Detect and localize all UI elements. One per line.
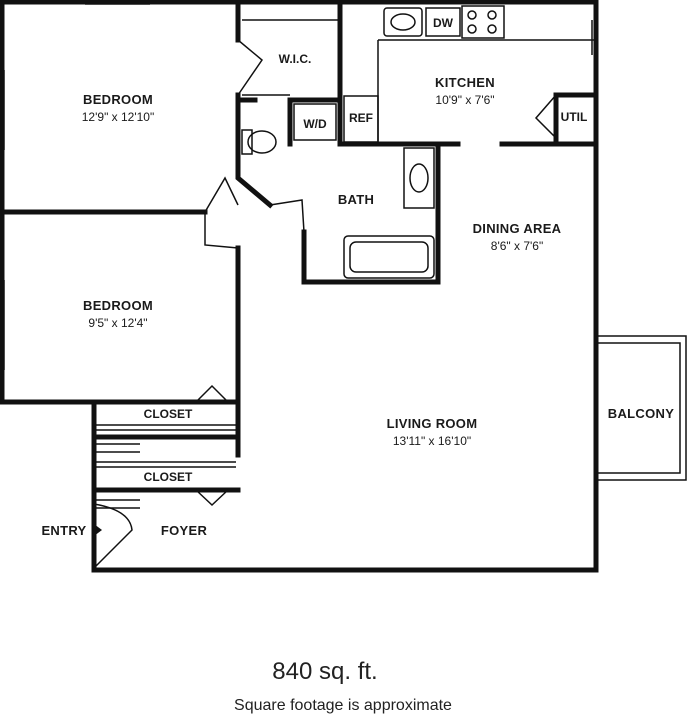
fixtures xyxy=(241,5,505,279)
entry-label: ENTRY xyxy=(41,523,86,538)
util-label: UTIL xyxy=(561,110,588,124)
bedroom-2-size: 9'5" x 12'4" xyxy=(88,316,147,330)
bedroom-2-label: BEDROOM xyxy=(83,298,153,313)
walls xyxy=(0,0,599,573)
living-room-size: 13'11" x 16'10" xyxy=(393,434,471,448)
dining-area-size: 8'6" x 7'6" xyxy=(491,239,543,253)
wd-label: W/D xyxy=(303,117,327,131)
ref-label: REF xyxy=(349,111,373,125)
closet-2-label: CLOSET xyxy=(144,470,193,484)
kitchen-label: KITCHEN xyxy=(435,75,495,90)
living-room-label: LIVING ROOM xyxy=(387,416,478,431)
dw-label: DW xyxy=(433,16,454,30)
footage-note: Square footage is approximate xyxy=(234,697,452,714)
closet-1-label: CLOSET xyxy=(144,407,193,421)
bedroom-1-size: 12'9" x 12'10" xyxy=(82,110,155,124)
details xyxy=(3,3,687,509)
doors xyxy=(93,39,557,569)
dining-area-label: DINING AREA xyxy=(473,221,562,236)
balcony-label: BALCONY xyxy=(608,406,674,421)
bedroom-1-label: BEDROOM xyxy=(83,92,153,107)
wic-label: W.I.C. xyxy=(279,52,312,66)
kitchen-size: 10'9" x 7'6" xyxy=(435,93,494,107)
square-footage: 840 sq. ft. xyxy=(272,658,377,685)
bath-label: BATH xyxy=(338,192,374,207)
foyer-label: FOYER xyxy=(161,523,208,538)
